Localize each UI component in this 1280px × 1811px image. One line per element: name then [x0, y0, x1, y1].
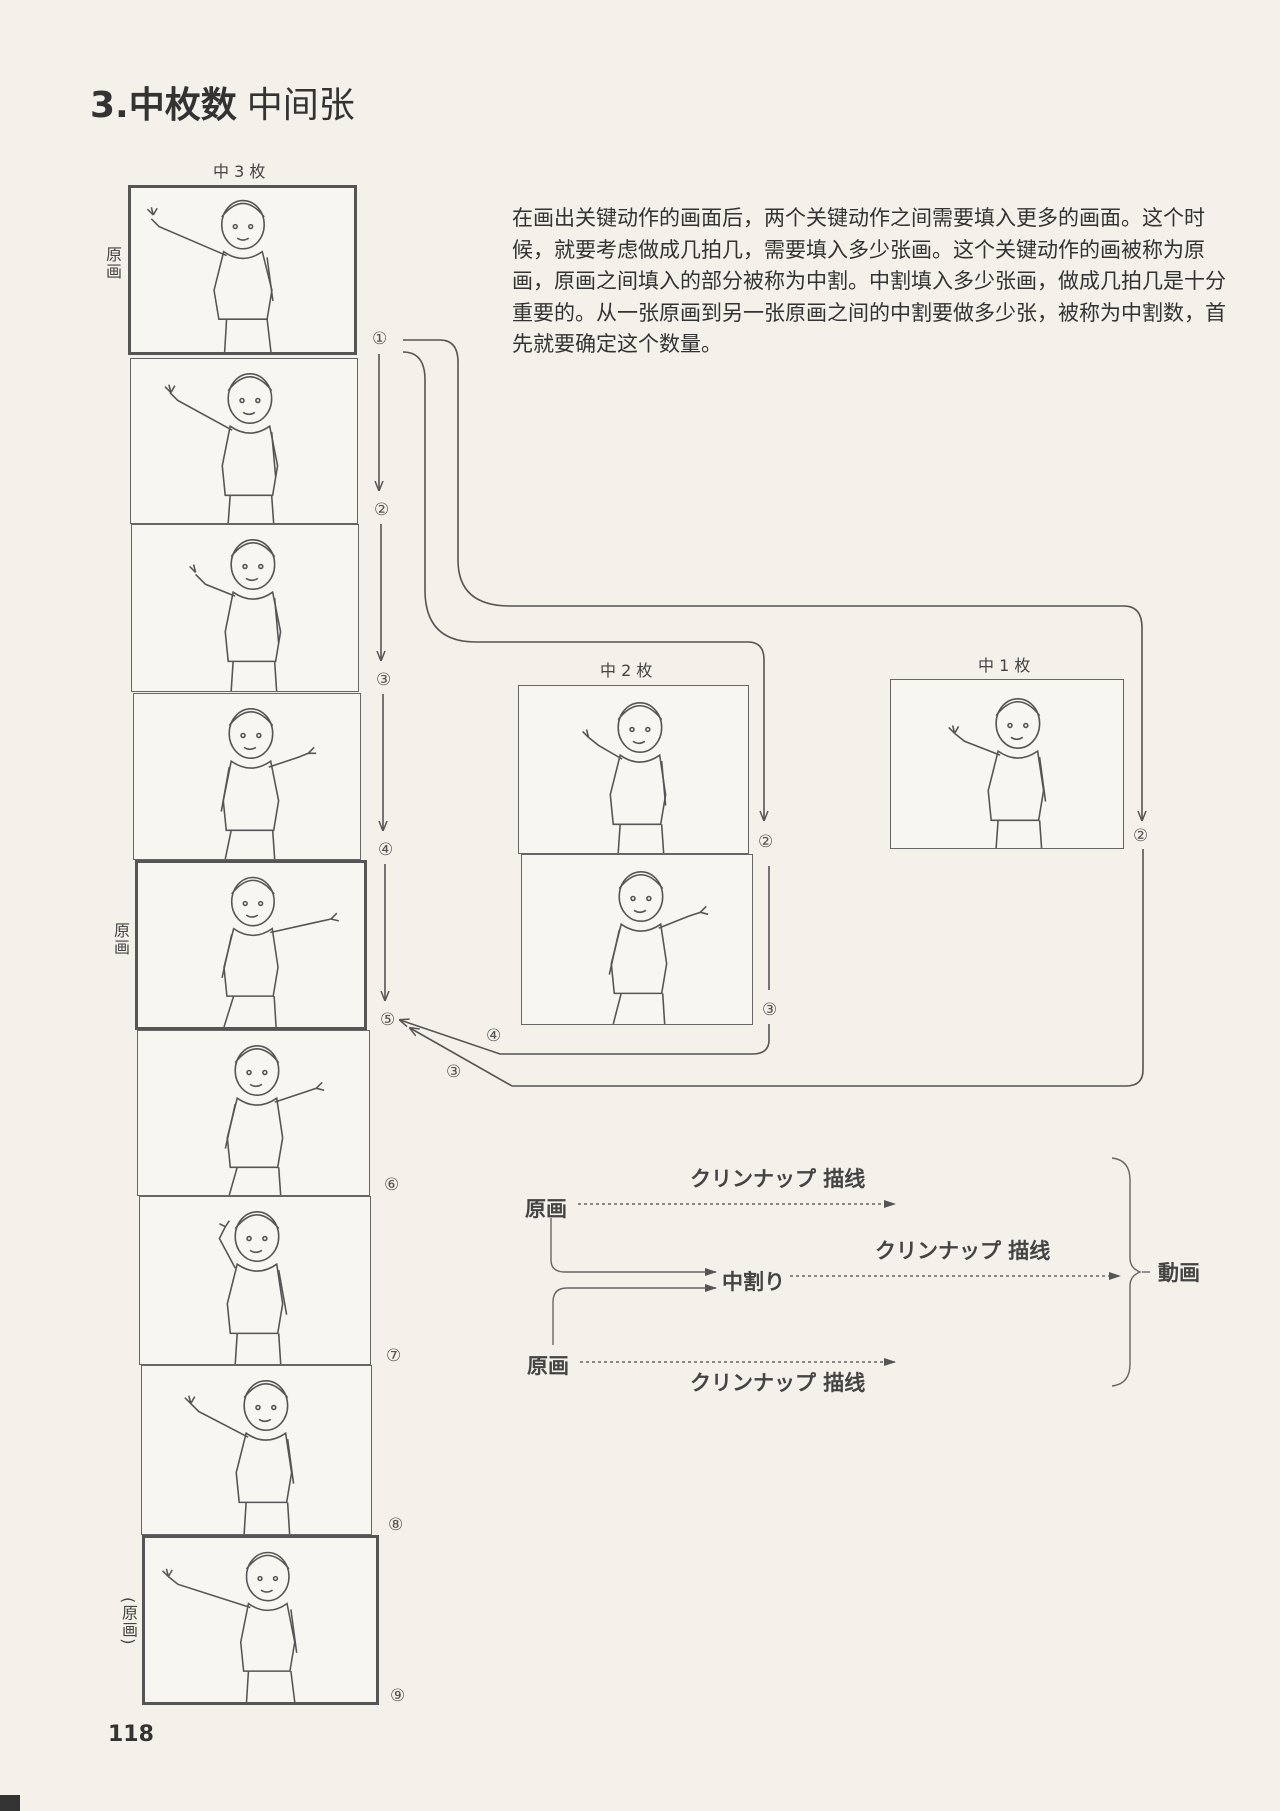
frame-number-7: ⑦	[386, 1346, 401, 1366]
corner-mark	[0, 1795, 20, 1811]
page-number: 118	[108, 1722, 154, 1747]
frame-number-4: ④	[378, 840, 393, 860]
cleanup-label-1: クリンナップ 描线	[690, 1163, 865, 1193]
frame-number-1: ①	[372, 329, 387, 349]
genga-label-1: 原画	[525, 1193, 567, 1223]
nakamai2-number-2: ②	[758, 832, 773, 852]
frame-number-9: ⑨	[390, 1686, 405, 1706]
return-number-3: ③	[446, 1062, 461, 1082]
return-number-4: ④	[486, 1026, 501, 1046]
nakamai1-number-2: ②	[1133, 826, 1148, 846]
frame-number-2: ②	[374, 500, 389, 520]
genga-label-2: 原画	[527, 1350, 569, 1380]
frame-number-3: ③	[376, 670, 391, 690]
nakawari-label: 中割り	[722, 1266, 785, 1296]
cleanup-label-2: クリンナップ 描线	[875, 1235, 1050, 1265]
frame-number-8: ⑧	[388, 1515, 403, 1535]
frame-number-6: ⑥	[384, 1175, 399, 1195]
douga-label: 動画	[1158, 1257, 1200, 1287]
nakamai2-number-3: ③	[762, 1000, 777, 1020]
cleanup-label-3: クリンナップ 描线	[690, 1367, 865, 1397]
frame-number-5: ⑤	[380, 1010, 395, 1030]
